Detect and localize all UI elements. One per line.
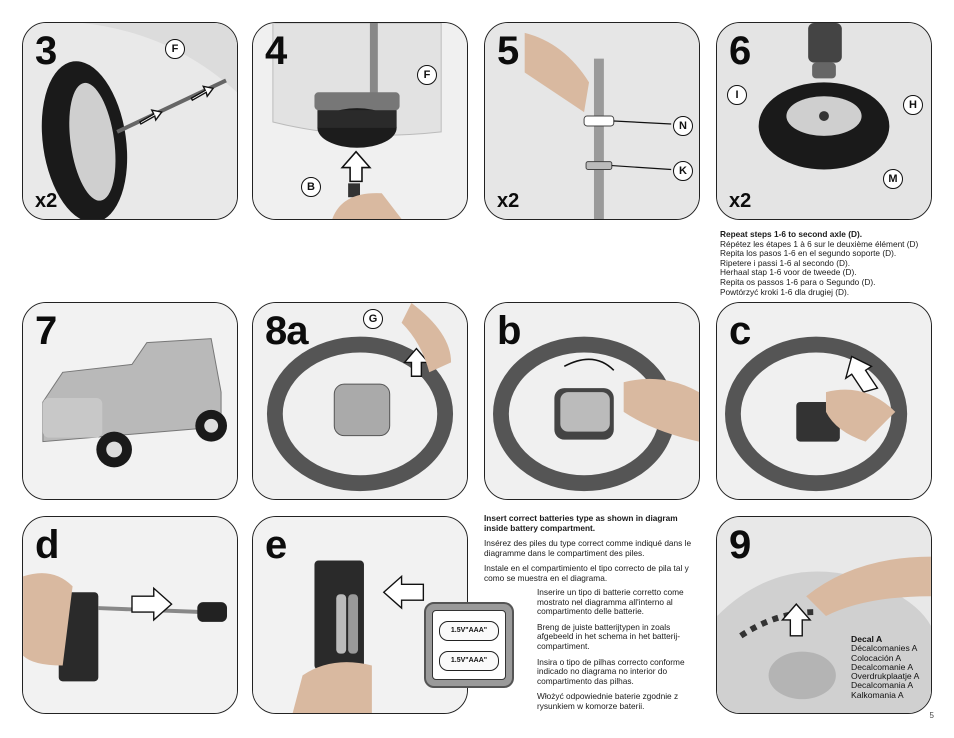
note-line-pt: Repita os passos 1-6 para o Segundo (D). — [720, 276, 876, 287]
decal-line: Overdrukplaatje A — [851, 671, 920, 682]
quantity-label: x2 — [35, 190, 58, 212]
illustration-steering-wheel-screw — [253, 303, 467, 499]
illustration-apply-decal — [717, 517, 931, 713]
battery-diagram-inset: 1.5V"AAA" 1.5V"AAA" — [424, 602, 514, 688]
illustration-pull-out-module — [717, 303, 931, 499]
panel-step-7: 7 — [22, 302, 238, 500]
panel-step-3: 3 F x2 — [22, 22, 238, 220]
callout-f: F — [165, 39, 185, 59]
note-line-fr: Répétez les étapes 1 à 6 sur le deuxième… — [720, 238, 919, 249]
illustration-battery-compartment — [253, 517, 467, 713]
decal-label: Decal A Décalcomanies A Colocación A Dec… — [851, 634, 920, 700]
illustration-wheel-axle — [23, 23, 237, 219]
decal-line: Colocación A — [851, 652, 902, 663]
battery-note-pt: Insira o tipo de pilhas correcto conform… — [537, 656, 685, 686]
step-number: e — [265, 523, 287, 567]
illustration-assembled-car — [23, 303, 237, 499]
callout-i: I — [727, 85, 747, 105]
note-line-es: Repita los pasos 1-6 en el segundo sopor… — [720, 248, 897, 259]
illustration-remove-cover — [485, 303, 699, 499]
illustration-screwdriver — [23, 517, 237, 713]
note-line-nl: Herhaal stap 1-6 voor de tweede (D). — [720, 267, 857, 278]
illustration-axle-clips — [485, 23, 699, 219]
panel-step-9: 9 Decal A Décalcomanies A Colocación A D… — [716, 516, 932, 714]
battery-cell: 1.5V"AAA" — [439, 621, 499, 641]
panel-step-6: 6 I H M x2 — [716, 22, 932, 220]
callout-h: H — [903, 95, 923, 115]
battery-instructions-left: Insert correct batteries type as shown i… — [484, 513, 700, 584]
battery-note-title: Insert correct batteries type as shown i… — [484, 513, 678, 533]
repeat-steps-note: Repeat steps 1-6 to second axle (D). Rép… — [720, 229, 940, 297]
decal-line: Decalcomania A — [851, 680, 914, 691]
quantity-label: x2 — [729, 190, 752, 212]
battery-note-it: Inserire un tipo di batterie corretto co… — [537, 587, 684, 617]
callout-f: F — [417, 65, 437, 85]
panel-step-5: 5 N K x2 — [484, 22, 700, 220]
panel-step-c: c — [716, 302, 932, 500]
step-number: d — [35, 523, 59, 567]
decal-title: Decal A — [851, 634, 883, 644]
step-number: b — [497, 309, 521, 353]
callout-g: G — [363, 309, 383, 329]
battery-note-es: Instale en el compartimiento el tipo cor… — [484, 563, 689, 583]
page-number: 5 — [929, 711, 934, 720]
decal-line: Décalcomanies A — [851, 643, 918, 654]
note-line-it: Ripetere i passi 1-6 al secondo (D). — [720, 257, 851, 268]
step-number: 7 — [35, 309, 57, 353]
note-title: Repeat steps 1-6 to second axle (D). — [720, 229, 863, 239]
callout-m: M — [883, 169, 903, 189]
panel-step-4: 4 F B — [252, 22, 468, 220]
note-line-pl: Powtórzyć kroki 1-6 dla drugiej (D). — [720, 286, 850, 297]
battery-note-nl: Breng de juiste batterijtypen in zoals a… — [537, 621, 680, 651]
step-number: 3 — [35, 29, 57, 73]
step-number: 9 — [729, 523, 751, 567]
illustration-hubcap-insert — [253, 23, 467, 219]
battery-cell: 1.5V"AAA" — [439, 651, 499, 671]
battery-instructions-right: Inserire un tipo di batterie corretto co… — [537, 587, 701, 712]
quantity-label: x2 — [497, 190, 520, 212]
decal-line: Decalcomanie A — [851, 661, 914, 672]
panel-step-8a: 8a G — [252, 302, 468, 500]
panel-step-b: b — [484, 302, 700, 500]
battery-diagram: 1.5V"AAA" 1.5V"AAA" — [432, 610, 506, 680]
step-number: 6 — [729, 29, 751, 73]
step-number: 8a — [265, 309, 308, 353]
callout-k: K — [673, 161, 693, 181]
step-number: c — [729, 309, 751, 353]
decal-line: Kalkomania A — [851, 689, 904, 700]
panel-step-d: d — [22, 516, 238, 714]
step-number: 4 — [265, 29, 287, 73]
panel-step-e: e — [252, 516, 468, 714]
callout-n: N — [673, 116, 693, 136]
battery-note-fr: Insérez des piles du type correct comme … — [484, 538, 692, 558]
battery-note-pl: Włożyć odpowiednie baterie zgodnie z rys… — [537, 691, 679, 711]
callout-b: B — [301, 177, 321, 197]
step-number: 5 — [497, 29, 519, 73]
